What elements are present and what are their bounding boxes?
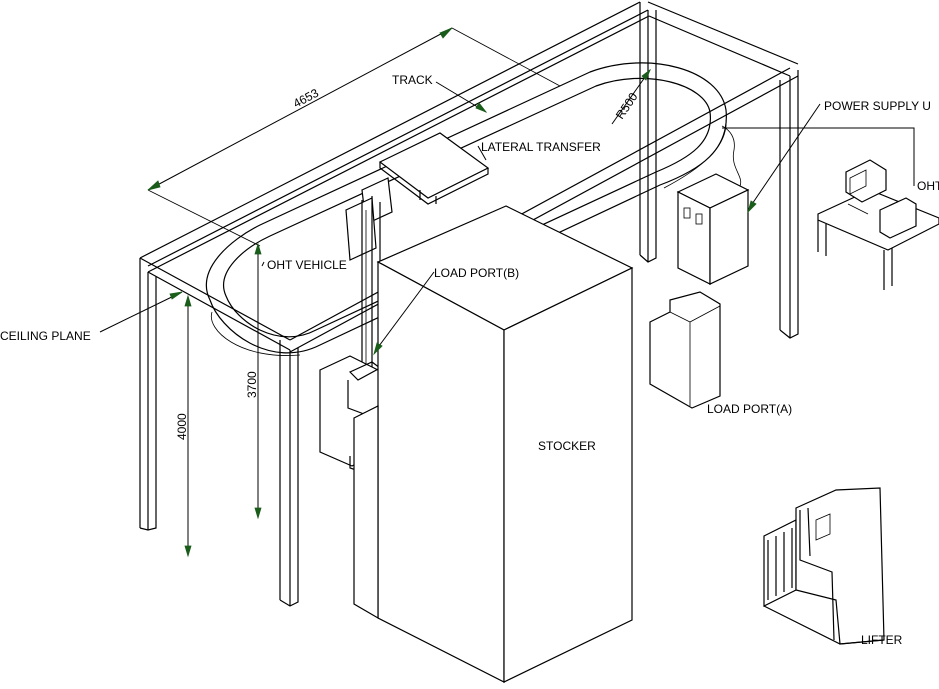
oht-label: OHT [917,179,939,193]
power-supply-label: POWER SUPPLY U [824,99,931,113]
power-supply-cabinet [678,126,748,284]
lifter-label: LIFTER [861,633,903,647]
track-label: TRACK [392,73,433,87]
dimension-ceiling-height: 4000 [175,413,189,440]
dimension-vehicle-height: 3700 [245,371,259,398]
load-port-b-label: LOAD PORT(B) [434,266,519,280]
load-port-a-unit [650,292,720,408]
dimension-radius: R500 [613,90,641,122]
ceiling-plane-label: CEILING PLANE [0,329,91,343]
oht-vehicle-label: OHT VEHICLE [267,258,347,272]
dimension-length: 4653 [291,86,321,111]
lifter-unit [764,488,884,644]
load-port-a-label: LOAD PORT(A) [707,402,792,416]
stocker-label: STOCKER [538,439,596,453]
lateral-transfer-label: LATERAL TRANSFER [481,140,601,154]
